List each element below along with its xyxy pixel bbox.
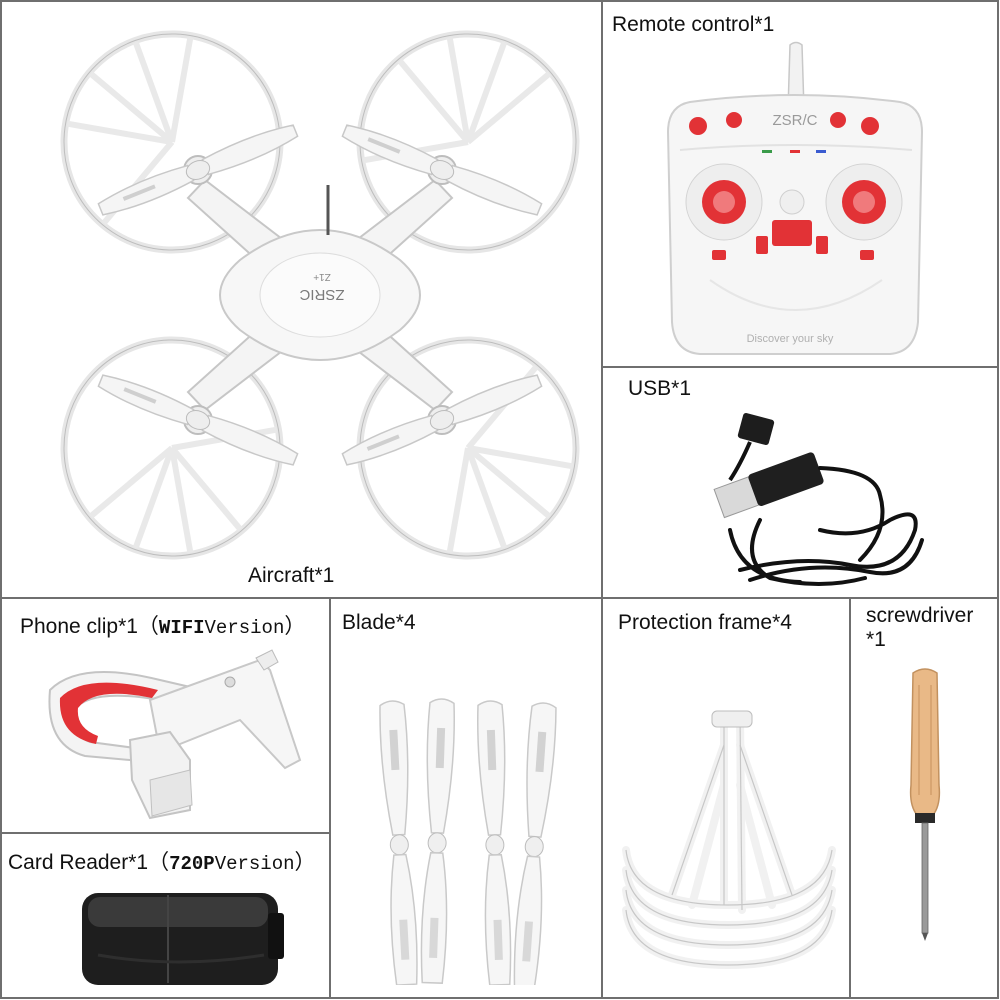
usb-label: USB*1 [628, 377, 692, 400]
phone-clip-label-version: Version [204, 617, 285, 639]
card-reader-label-main: Card Reader*1（ [8, 851, 170, 874]
phone-clip-label-close: ） [284, 615, 306, 638]
phone-clip-illustration [48, 649, 302, 820]
blades-illustration [377, 697, 559, 985]
screwdriver-illustration [909, 668, 941, 941]
drone-logo-text: ZSRIC [299, 286, 344, 303]
remote-control-label: Remote control*1 [612, 13, 775, 36]
phone-clip-label-main: Phone clip*1 [20, 615, 138, 638]
remote-tagline-text: Discover your sky [747, 333, 834, 345]
drone-illustration: ZSRIC Z1+ [40, 30, 600, 570]
screwdriver-label-line2: *1 [866, 628, 886, 651]
card-reader-label: Card Reader*1（720PVersion） [8, 850, 316, 877]
screwdriver-label: screwdriver *1 [866, 604, 973, 652]
card-reader-illustration [82, 893, 284, 985]
protection-frames-illustration [622, 710, 836, 970]
card-reader-label-720p: 720P [169, 853, 215, 875]
drone-model-text: Z1+ [313, 271, 331, 282]
card-reader-label-close: ） [294, 851, 316, 874]
phone-clip-label-open: （ [137, 615, 159, 638]
blade-label: Blade*4 [342, 611, 416, 634]
screwdriver-label-line1: screwdriver [866, 604, 974, 627]
protection-frame-label: Protection frame*4 [618, 611, 792, 634]
aircraft-label: Aircraft*1 [248, 564, 335, 587]
card-reader-label-version: Version [214, 853, 295, 875]
remote-brand-text: ZSR/C [773, 112, 818, 129]
phone-clip-label: Phone clip*1（WIFIVersion） [20, 614, 305, 641]
phone-clip-label-wifi: WIFI [158, 617, 205, 639]
usb-cable-illustration [713, 412, 924, 586]
remote-control-illustration: ZSR/C Discover your sky [666, 41, 924, 355]
